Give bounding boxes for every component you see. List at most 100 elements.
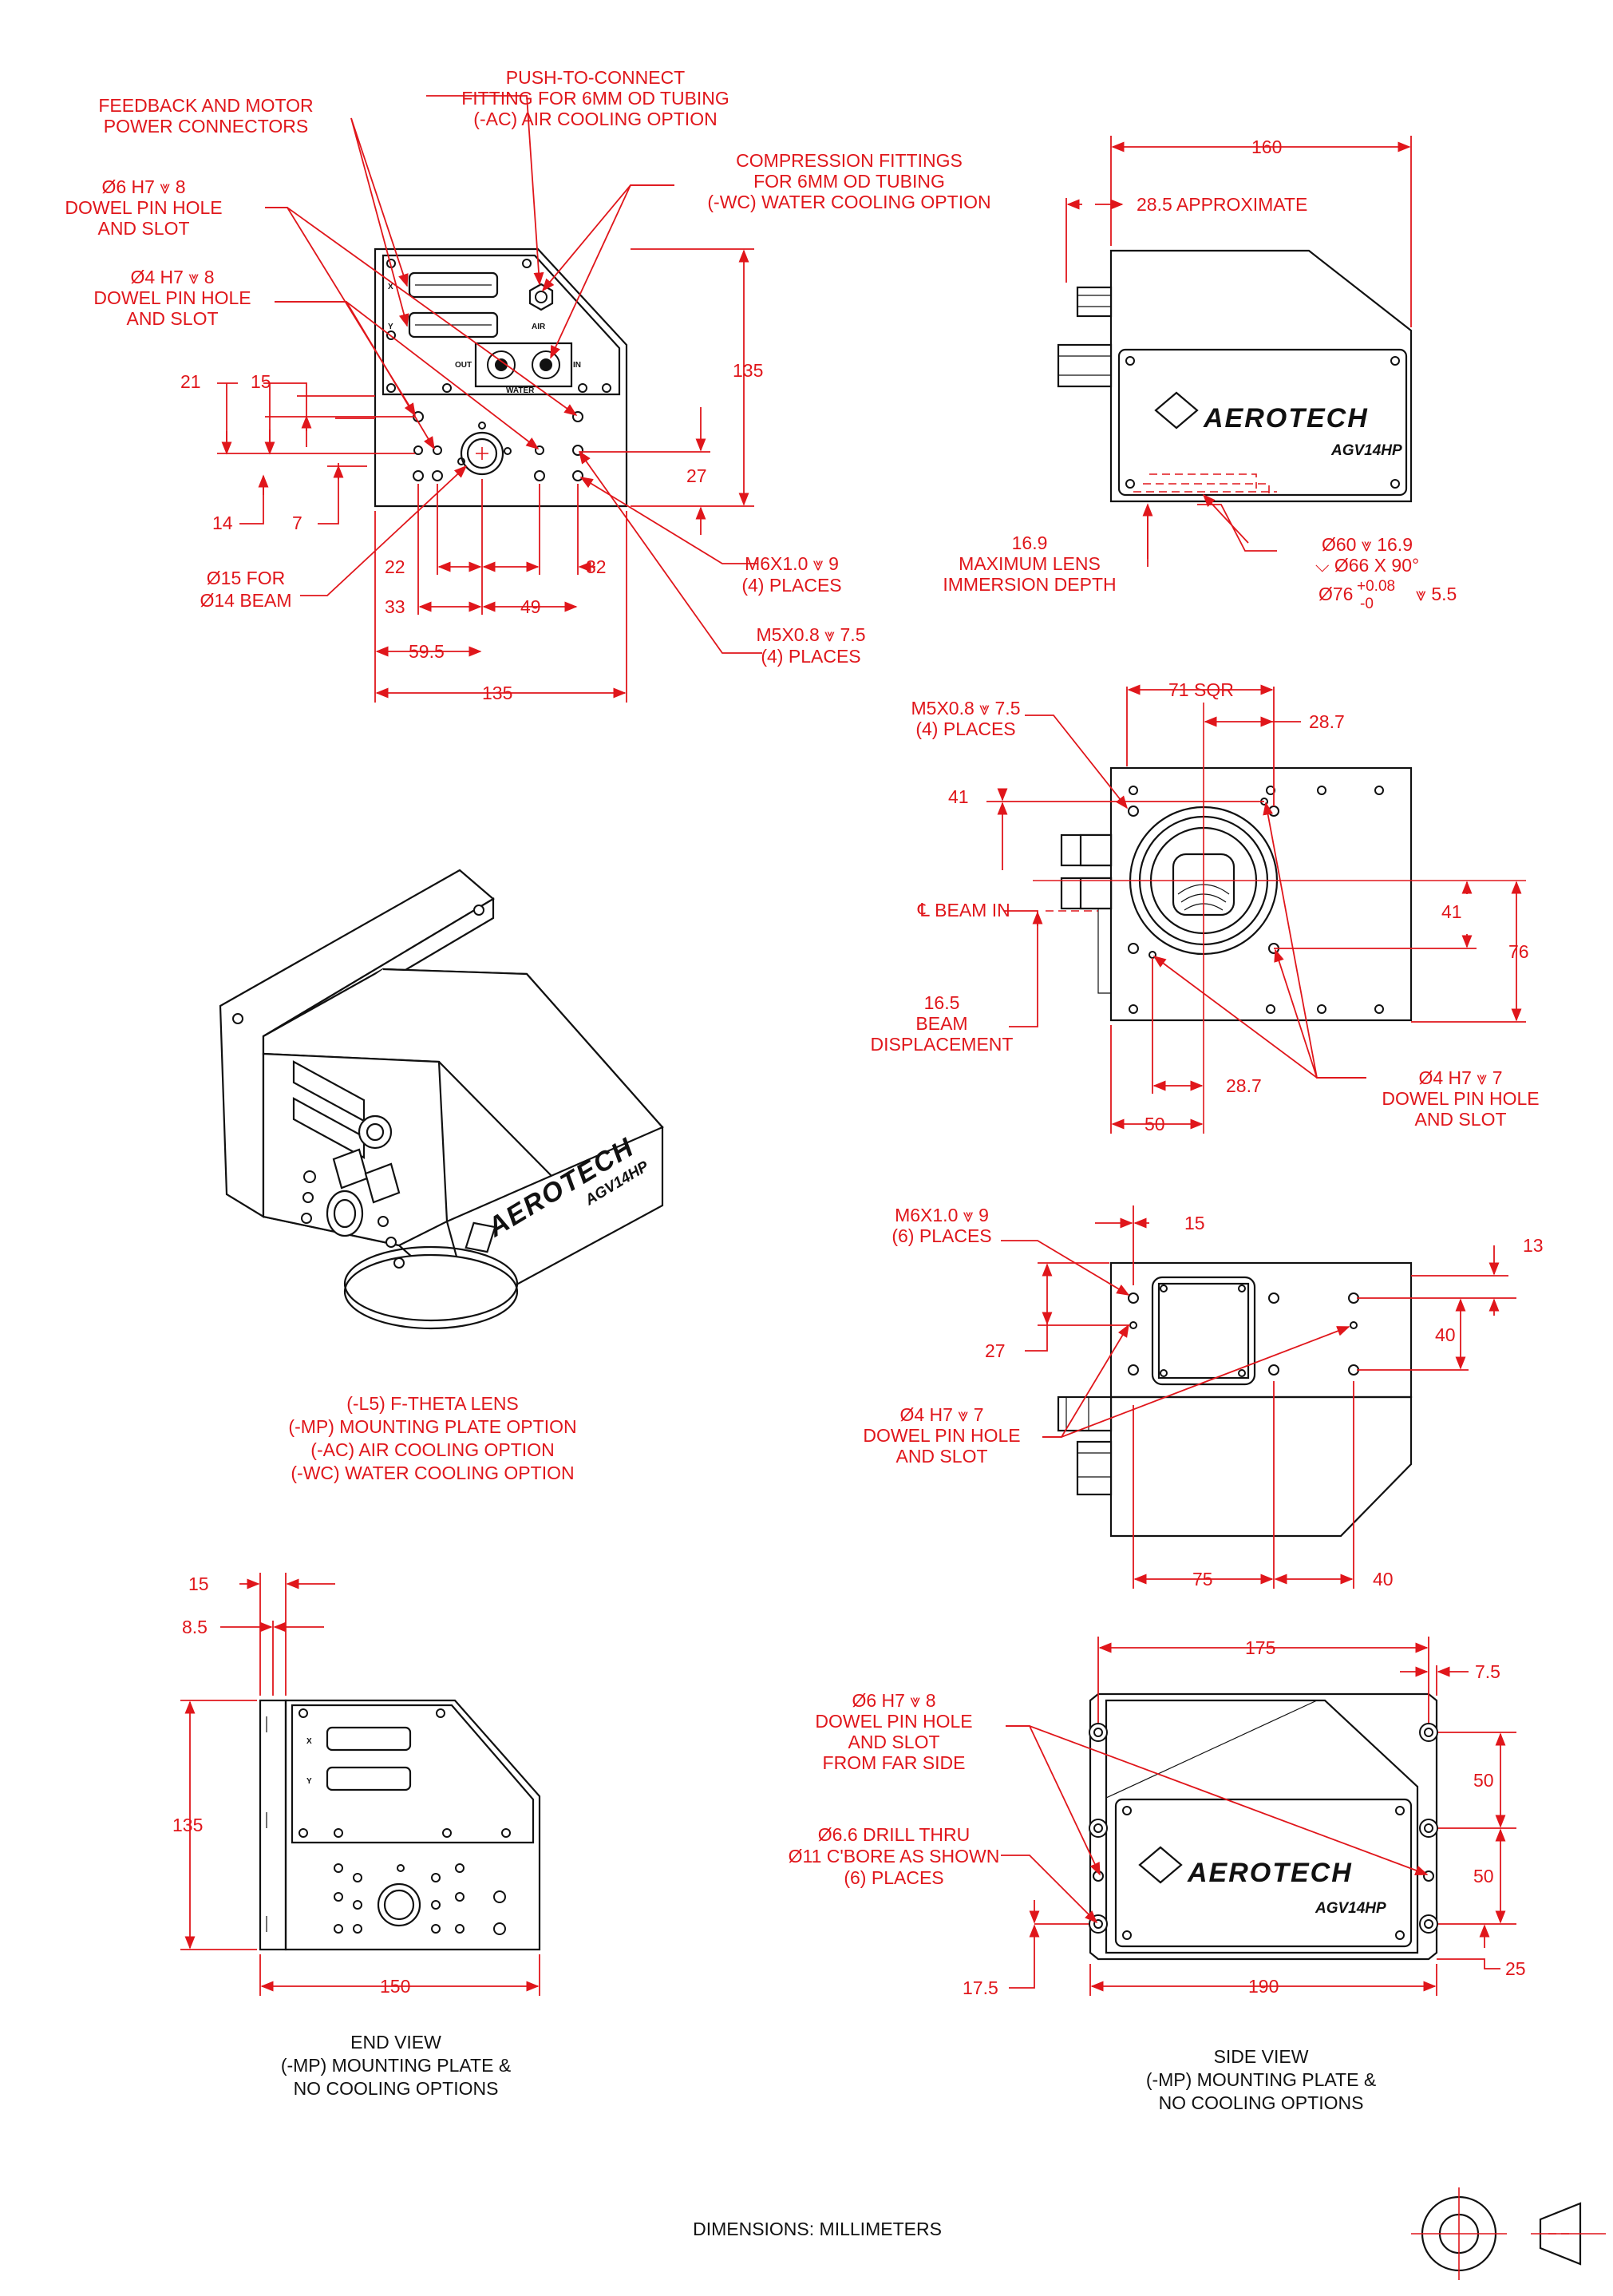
end-y-label: Y: [306, 1777, 312, 1786]
side-mp-dim-175: 175: [1245, 1637, 1275, 1658]
side-mp-dim-175b: 17.5: [963, 1977, 998, 1998]
front-dim-49: 49: [520, 596, 541, 617]
bottom-dim-41a: 41: [948, 786, 969, 807]
conn-x-label: X: [388, 283, 393, 291]
side-mp-dim-50b: 50: [1473, 1866, 1494, 1886]
bottom-dim-50: 50: [1145, 1114, 1165, 1134]
top-dowel4-l3: AND SLOT: [895, 1446, 987, 1467]
front-dim-14: 14: [212, 513, 233, 533]
compression-l1: COMPRESSION FITTINGS: [736, 150, 963, 171]
compression-l2: FOR 6MM OD TUBING: [753, 171, 945, 192]
end-dim-15: 15: [188, 1574, 209, 1594]
front-dim-27: 27: [686, 465, 707, 486]
immersion-l2: MAXIMUM LENS: [959, 553, 1101, 574]
side-top-brand: AEROTECH: [1203, 403, 1369, 433]
top-dowel4-l1: Ø4 H7 ⩔ 7: [899, 1404, 983, 1425]
dowel6-l1: Ø6 H7 ⩔ 8: [101, 176, 185, 197]
dowel6-l2: DOWEL PIN HOLE: [65, 197, 222, 218]
beam-disp-l3: DISPLACEMENT: [871, 1034, 1014, 1055]
iso-caption-l4: (-WC) WATER COOLING OPTION: [291, 1463, 574, 1483]
front-dim-22: 22: [385, 556, 405, 577]
side-top-model: AGV14HP: [1330, 442, 1402, 459]
dowel4-l2: DOWEL PIN HOLE: [93, 287, 251, 308]
m6-l2: (4) PLACES: [741, 575, 841, 596]
push-connect-l2: FITTING FOR 6MM OD TUBING: [461, 88, 729, 109]
side-mp-dowel6-l4: FROM FAR SIDE: [823, 1752, 966, 1773]
bottom-m5-l1: M5X0.8 ⩔ 7.5: [911, 698, 1021, 718]
top-dim-40h: 40: [1373, 1569, 1394, 1589]
side-mp-dowel6-l2: DOWEL PIN HOLE: [815, 1711, 972, 1732]
beam15-l1: Ø15 FOR: [207, 568, 285, 588]
iso-caption-l3: (-AC) AIR COOLING OPTION: [310, 1439, 554, 1460]
push-connect-l3: (-AC) AIR COOLING OPTION: [473, 109, 717, 129]
bottom-m5-l2: (4) PLACES: [915, 718, 1015, 739]
iso-caption-l1: (-L5) F-THETA LENS: [346, 1393, 519, 1414]
end-dim-85: 8.5: [182, 1617, 208, 1637]
side-mp-dim-50a: 50: [1473, 1770, 1494, 1791]
side-top-view: AEROTECH AGV14HP 160 28.5 APPROXIMATE 16…: [943, 136, 1457, 612]
side-mp-drill-l3: (6) PLACES: [844, 1867, 943, 1888]
front-dim-32: 32: [586, 556, 607, 577]
side-top-spec3-depth: ⩔ 5.5: [1416, 584, 1457, 604]
end-dim-150: 150: [380, 1976, 410, 1997]
dowel6-l3: AND SLOT: [97, 218, 189, 239]
feedback-l1: FEEDBACK AND MOTOR: [98, 95, 313, 116]
compression-l3: (-WC) WATER COOLING OPTION: [707, 192, 990, 212]
bottom-dim-76: 76: [1508, 941, 1529, 962]
side-mp-drill-l1: Ø6.6 DRILL THRU: [818, 1824, 970, 1845]
side-mp-caption-l2: (-MP) MOUNTING PLATE &: [1146, 2069, 1376, 2090]
conn-y-label: Y: [388, 323, 393, 331]
beam15-l2: Ø14 BEAM: [200, 590, 291, 611]
immersion-l3: IMMERSION DEPTH: [943, 574, 1116, 595]
side-mp-dowel6-l3: AND SLOT: [848, 1732, 939, 1752]
top-m6-l2: (6) PLACES: [891, 1225, 991, 1246]
bottom-dim-71: 71 SQR: [1168, 679, 1234, 700]
side-mp-drill-l2: Ø11 C'BORE AS SHOWN: [789, 1846, 1000, 1866]
top-m6-l1: M6X1.0 ⩔ 9: [895, 1205, 989, 1225]
top-dim-40v: 40: [1435, 1324, 1456, 1345]
side-mp-dim-75: 7.5: [1475, 1661, 1500, 1682]
end-caption-l2: (-MP) MOUNTING PLATE &: [281, 2055, 511, 2076]
bottom-dowel4-l2: DOWEL PIN HOLE: [1382, 1088, 1539, 1109]
bottom-dowel4-l3: AND SLOT: [1414, 1109, 1506, 1130]
bottom-dim-287a: 28.7: [1309, 711, 1345, 732]
end-x-label: X: [306, 1737, 312, 1746]
end-dim-135: 135: [172, 1815, 203, 1835]
side-top-spec1: Ø60 ⩔ 16.9: [1322, 534, 1413, 555]
side-top-spec2: ⌵ Ø66 X 90°: [1315, 555, 1419, 576]
side-top-spec3: Ø76: [1318, 584, 1353, 604]
bottom-dowel4-l1: Ø4 H7 ⩔ 7: [1418, 1067, 1502, 1088]
side-top-spec3-minus: -0: [1360, 596, 1374, 612]
iso-caption-l2: (-MP) MOUNTING PLATE OPTION: [288, 1416, 576, 1437]
top-dim-13: 13: [1523, 1235, 1544, 1256]
side-mp-brand: AEROTECH: [1187, 1858, 1353, 1888]
front-dim-33: 33: [385, 596, 405, 617]
bottom-dim-287b: 28.7: [1226, 1075, 1262, 1096]
side-view-mp: AEROTECH AGV14HP 175 7.5 50 50: [789, 1637, 1526, 2113]
in-label: IN: [573, 361, 581, 370]
air-label: AIR: [532, 323, 546, 331]
bottom-view: 71 SQR 28.7 41 41 76 28.7 50 M5X0.8 ⩔ 7.…: [871, 679, 1540, 1134]
water-label: WATER: [506, 386, 535, 395]
beam-disp-l1: 16.5: [924, 992, 960, 1013]
side-mp-caption-l1: SIDE VIEW: [1214, 2046, 1309, 2067]
push-connect-l1: PUSH-TO-CONNECT: [506, 67, 685, 88]
dowel4-l1: Ø4 H7 ⩔ 8: [130, 267, 214, 287]
out-label: OUT: [455, 361, 472, 370]
front-dim-21: 21: [180, 371, 201, 392]
front-dim-135h: 135: [482, 683, 512, 703]
m6-l1: M6X1.0 ⩔ 9: [745, 553, 839, 574]
projection-symbol-icon: [1411, 2187, 1606, 2280]
iso-view: AEROTECH AGV14HP (-L5) F-THETA LENS (-MP…: [219, 869, 664, 1483]
top-dim-27: 27: [985, 1340, 1006, 1361]
footer: DIMENSIONS: MILLIMETERS: [693, 2187, 1606, 2280]
front-dim-59: 59.5: [409, 641, 445, 662]
side-top-spec3-plus: +0.08: [1357, 578, 1395, 595]
side-top-dim-160: 160: [1251, 137, 1282, 157]
side-mp-model: AGV14HP: [1315, 1900, 1386, 1917]
top-dim-75: 75: [1192, 1569, 1213, 1589]
side-mp-dowel6-l1: Ø6 H7 ⩔ 8: [852, 1690, 935, 1711]
top-dim-15: 15: [1184, 1213, 1205, 1233]
end-view: X Y: [172, 1573, 541, 2099]
